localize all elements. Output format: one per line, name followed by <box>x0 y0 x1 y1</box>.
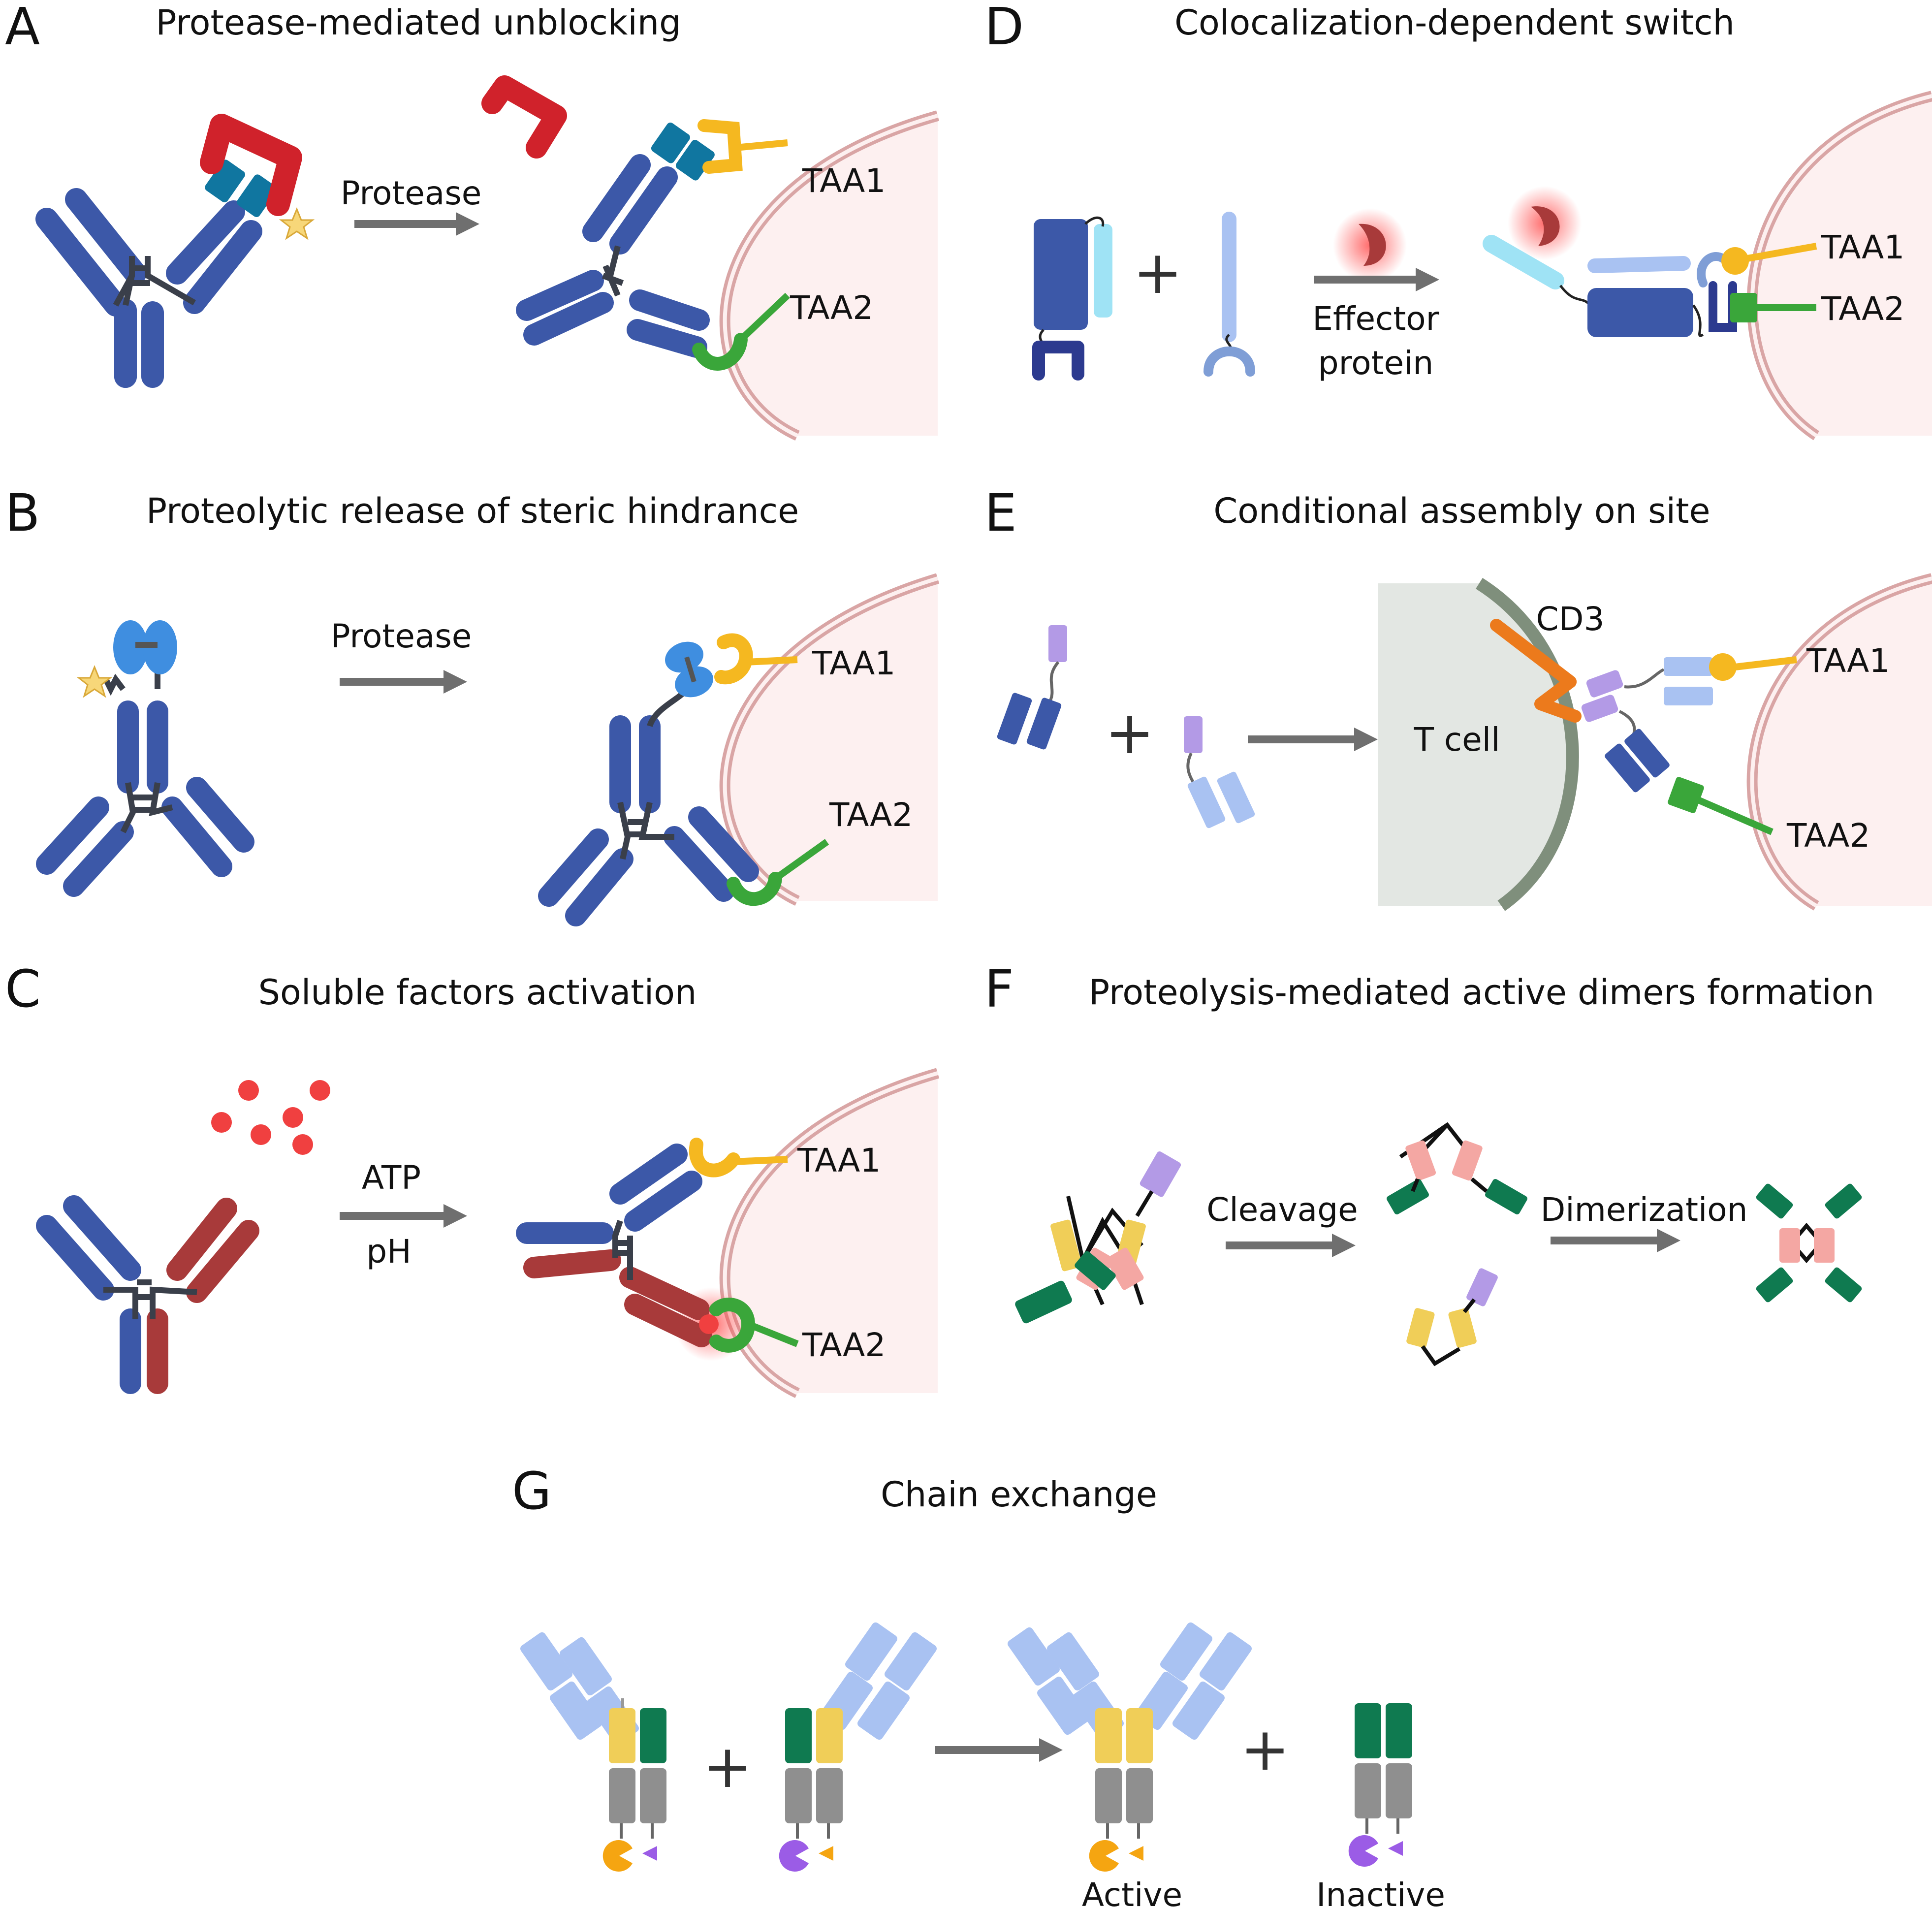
panel-b-taa1-label: TAA1 <box>812 644 895 682</box>
panel-c-taa2-label: TAA2 <box>802 1326 886 1364</box>
panel-e: E Conditional assembly on site T cell CD… <box>984 483 1932 911</box>
panel-b-target-cell <box>719 573 940 906</box>
panel-d-taa2-receptor <box>1730 293 1816 322</box>
panel-f-step2-label: Dimerization <box>1540 1191 1747 1229</box>
panel-d-assembled-complex <box>1483 235 1737 337</box>
panel-b-masked-antibody <box>36 620 254 897</box>
panel-c-soluble-factor-dots <box>211 1080 330 1155</box>
panel-c-target-cell <box>719 1068 940 1398</box>
panel-a-masked-antibody <box>35 114 302 388</box>
panel-e-t-cell <box>1378 578 1579 911</box>
panel-b-taa2-label: TAA2 <box>829 796 913 834</box>
panel-e-taa2-label: TAA2 <box>1786 817 1870 855</box>
panel-g-plus-2: + <box>1240 1716 1290 1784</box>
panel-a-taa2-label: TAA2 <box>790 289 873 327</box>
panel-e-plus: + <box>1105 699 1155 767</box>
panel-c-taa1-receptor <box>689 1138 788 1177</box>
panel-b-arrow-label: Protease <box>331 617 472 655</box>
panel-c-arrow-label-top: ATP <box>362 1159 421 1197</box>
panel-c-inactive-antibody <box>36 1195 259 1394</box>
panel-a-active-antibody <box>516 122 715 358</box>
panel-d-taa2-label: TAA2 <box>1821 290 1904 328</box>
panel-g-active-label: Active <box>1082 1876 1182 1909</box>
panel-g-plus-1: + <box>703 1733 753 1801</box>
panel-b-active-antibody <box>538 641 759 926</box>
panel-a-arrow-label: Protease <box>341 174 482 212</box>
panel-g-title: Chain exchange <box>881 1474 1157 1515</box>
panel-g-antibody-1 <box>520 1632 666 1872</box>
panel-e-taa1-label: TAA1 <box>1806 642 1890 680</box>
panel-b-cleavage-star-icon <box>76 665 113 698</box>
panel-g-letter: G <box>512 1461 552 1521</box>
panel-f: F Proteolysis-mediated active dimers for… <box>984 959 1874 1367</box>
panel-f-active-dimer <box>1756 1183 1862 1303</box>
panel-e-tcell-label: T cell <box>1414 721 1500 759</box>
panel-a-taa1-receptor <box>697 119 788 174</box>
panel-c: C Soluble factors activation <box>5 959 940 1398</box>
panel-f-title: Proteolysis-mediated active dimers forma… <box>1089 972 1874 1013</box>
panel-g-active-antibody <box>1008 1622 1252 1872</box>
panel-e-letter: E <box>984 483 1017 543</box>
panel-c-letter: C <box>5 959 41 1019</box>
panel-a-taa2-receptor <box>692 292 790 371</box>
panel-a-letter: A <box>5 0 40 57</box>
panel-b-letter: B <box>5 483 40 543</box>
panel-d: D Colocalization-dependent switch + Effe… <box>984 0 1932 441</box>
panel-a-target-cell <box>719 110 939 441</box>
panel-g-antibody-2 <box>779 1622 937 1872</box>
panel-d-taa1-receptor <box>1721 243 1817 275</box>
panel-d-title: Colocalization-dependent switch <box>1174 2 1735 43</box>
panel-a-released-blocker <box>481 75 567 159</box>
panel-e-fragment-2 <box>1184 716 1255 828</box>
panel-d-taa1-label: TAA1 <box>1821 228 1904 266</box>
panel-a-taa1-label: TAA1 <box>802 162 886 200</box>
panel-d-plus: + <box>1133 239 1183 307</box>
panel-g-inactive-label: Inactive <box>1316 1876 1445 1909</box>
panel-b-title: Proteolytic release of steric hindrance <box>146 491 799 531</box>
panel-c-arrow-label-bottom: pH <box>366 1233 412 1271</box>
panel-g: G Chain exchange + <box>512 1461 1445 1909</box>
panel-c-taa1-label: TAA1 <box>797 1142 881 1179</box>
panel-e-taa1-receptor <box>1709 653 1797 681</box>
panel-e-target-cell <box>1746 573 1932 911</box>
panel-c-taa2-receptor <box>709 1298 799 1353</box>
panel-e-taa2-receptor <box>1668 777 1774 835</box>
panel-d-arrow-label-line1: Effector <box>1312 300 1439 338</box>
panel-d-construct-2 <box>1204 212 1255 377</box>
panel-c-active-antibody <box>516 1144 748 1361</box>
panel-b: B Proteolytic release of steric hindranc… <box>5 483 940 926</box>
panel-e-assembled-complex <box>1581 657 1713 793</box>
panel-e-title: Conditional assembly on site <box>1213 491 1710 531</box>
panel-b-taa1-receptor <box>714 633 798 685</box>
panel-e-cd3-label: CD3 <box>1536 600 1605 638</box>
panel-g-inactive-antibody <box>1348 1703 1412 1867</box>
panel-d-effector-protein-bound-icon <box>1508 186 1582 260</box>
panel-d-arrow-label-line2: protein <box>1318 344 1434 382</box>
panel-b-taa2-receptor <box>727 839 829 906</box>
panel-f-step1-label: Cleavage <box>1206 1191 1358 1229</box>
panel-d-effector-protein-icon <box>1333 208 1407 282</box>
panel-a-title: Protease-mediated unblocking <box>156 2 681 43</box>
panel-a-cleavage-star-icon <box>279 207 315 240</box>
panel-f-precursor <box>1015 1151 1181 1324</box>
panel-c-title: Soluble factors activation <box>258 972 697 1013</box>
panel-f-letter: F <box>984 959 1014 1019</box>
panel-e-fragment-1 <box>997 625 1067 750</box>
panel-e-cd3-receptor <box>1490 619 1582 723</box>
panel-f-cleaved-products <box>1387 1122 1527 1367</box>
panel-a: A Protease-mediated unblocking <box>5 0 939 441</box>
panel-d-target-cell <box>1746 91 1932 441</box>
panel-d-construct-1 <box>1032 216 1112 381</box>
panel-d-letter: D <box>984 0 1024 57</box>
